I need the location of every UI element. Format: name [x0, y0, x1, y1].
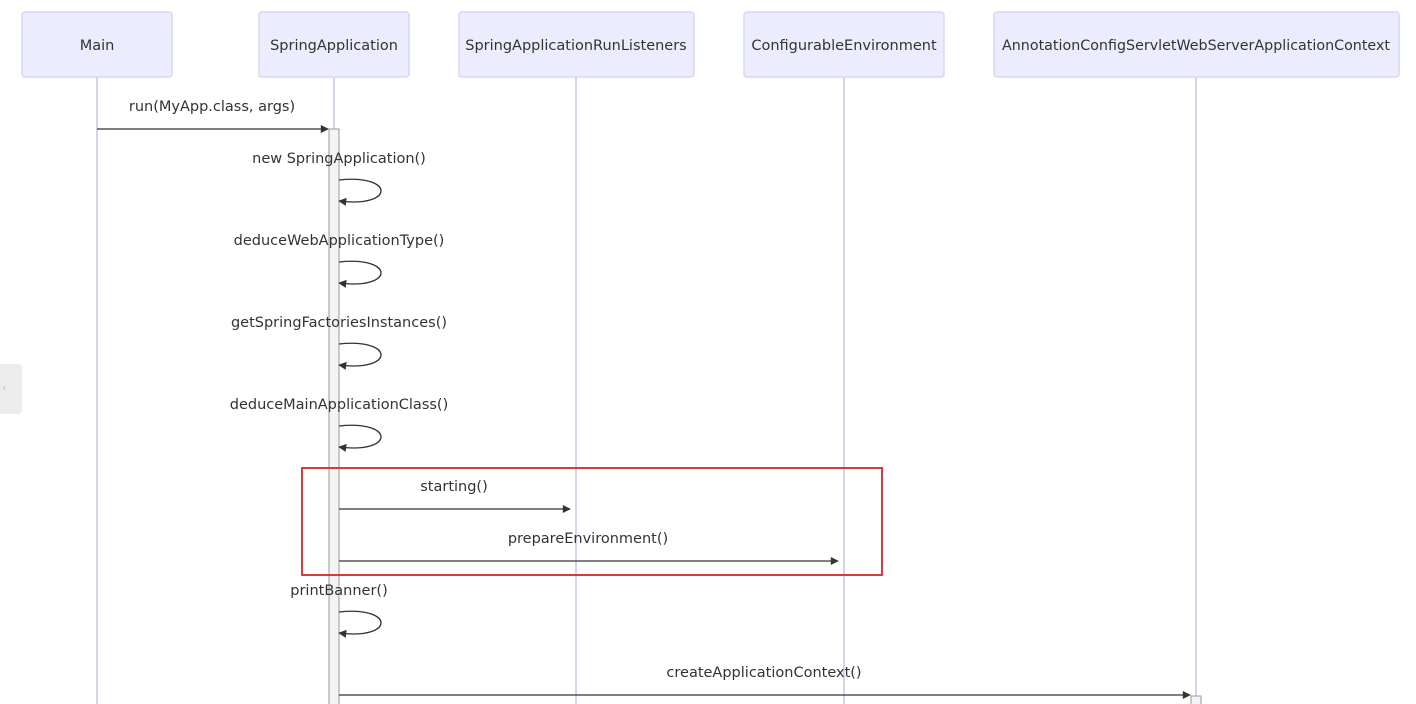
- participant-context: AnnotationConfigServletWebServerApplicat…: [993, 11, 1400, 78]
- message-get-spring-factories-instances: getSpringFactoriesInstances(): [231, 315, 447, 370]
- participant-label-environment: ConfigurableEnvironment: [751, 38, 937, 54]
- activation-springapplication: [328, 128, 340, 704]
- message-label-deduce-main-application-class: deduceMainApplicationClass(): [230, 397, 449, 413]
- participant-label-runlisteners: SpringApplicationRunListeners: [465, 38, 687, 54]
- participant-runlisteners: SpringApplicationRunListeners: [458, 11, 695, 78]
- message-new-springapplication: new SpringApplication(): [252, 151, 426, 206]
- participant-springapplication: SpringApplication: [258, 11, 410, 78]
- participant-environment: ConfigurableEnvironment: [743, 11, 945, 78]
- participant-main: Main: [21, 11, 173, 78]
- message-run: run(MyApp.class, args): [97, 99, 329, 133]
- activation-context: [1190, 695, 1202, 704]
- participant-label-context: AnnotationConfigServletWebServerApplicat…: [1002, 38, 1390, 54]
- lifelines: [96, 77, 1197, 704]
- message-starting: starting(): [339, 479, 571, 513]
- message-label-run: run(MyApp.class, args): [129, 99, 295, 115]
- highlight-box: [301, 467, 883, 576]
- sidebar-toggle-handle[interactable]: ‹: [0, 364, 22, 414]
- message-deduce-main-application-class: deduceMainApplicationClass(): [230, 397, 449, 452]
- message-label-print-banner: printBanner(): [290, 583, 387, 599]
- message-deduce-web-application-type: deduceWebApplicationType(): [234, 233, 445, 288]
- message-label-new-springapplication: new SpringApplication(): [252, 151, 426, 167]
- chevron-left-icon: ‹: [2, 381, 7, 394]
- message-prepare-environment: prepareEnvironment(): [339, 531, 839, 565]
- participant-label-main: Main: [80, 38, 115, 54]
- participant-label-springapplication: SpringApplication: [270, 38, 398, 54]
- message-label-prepare-environment: prepareEnvironment(): [508, 531, 668, 547]
- message-print-banner: printBanner(): [290, 583, 388, 638]
- message-label-get-spring-factories-instances: getSpringFactoriesInstances(): [231, 315, 447, 331]
- message-label-deduce-web-application-type: deduceWebApplicationType(): [234, 233, 445, 249]
- message-create-application-context: createApplicationContext(): [339, 665, 1191, 699]
- message-label-create-application-context: createApplicationContext(): [666, 665, 861, 681]
- message-label-starting: starting(): [420, 479, 488, 495]
